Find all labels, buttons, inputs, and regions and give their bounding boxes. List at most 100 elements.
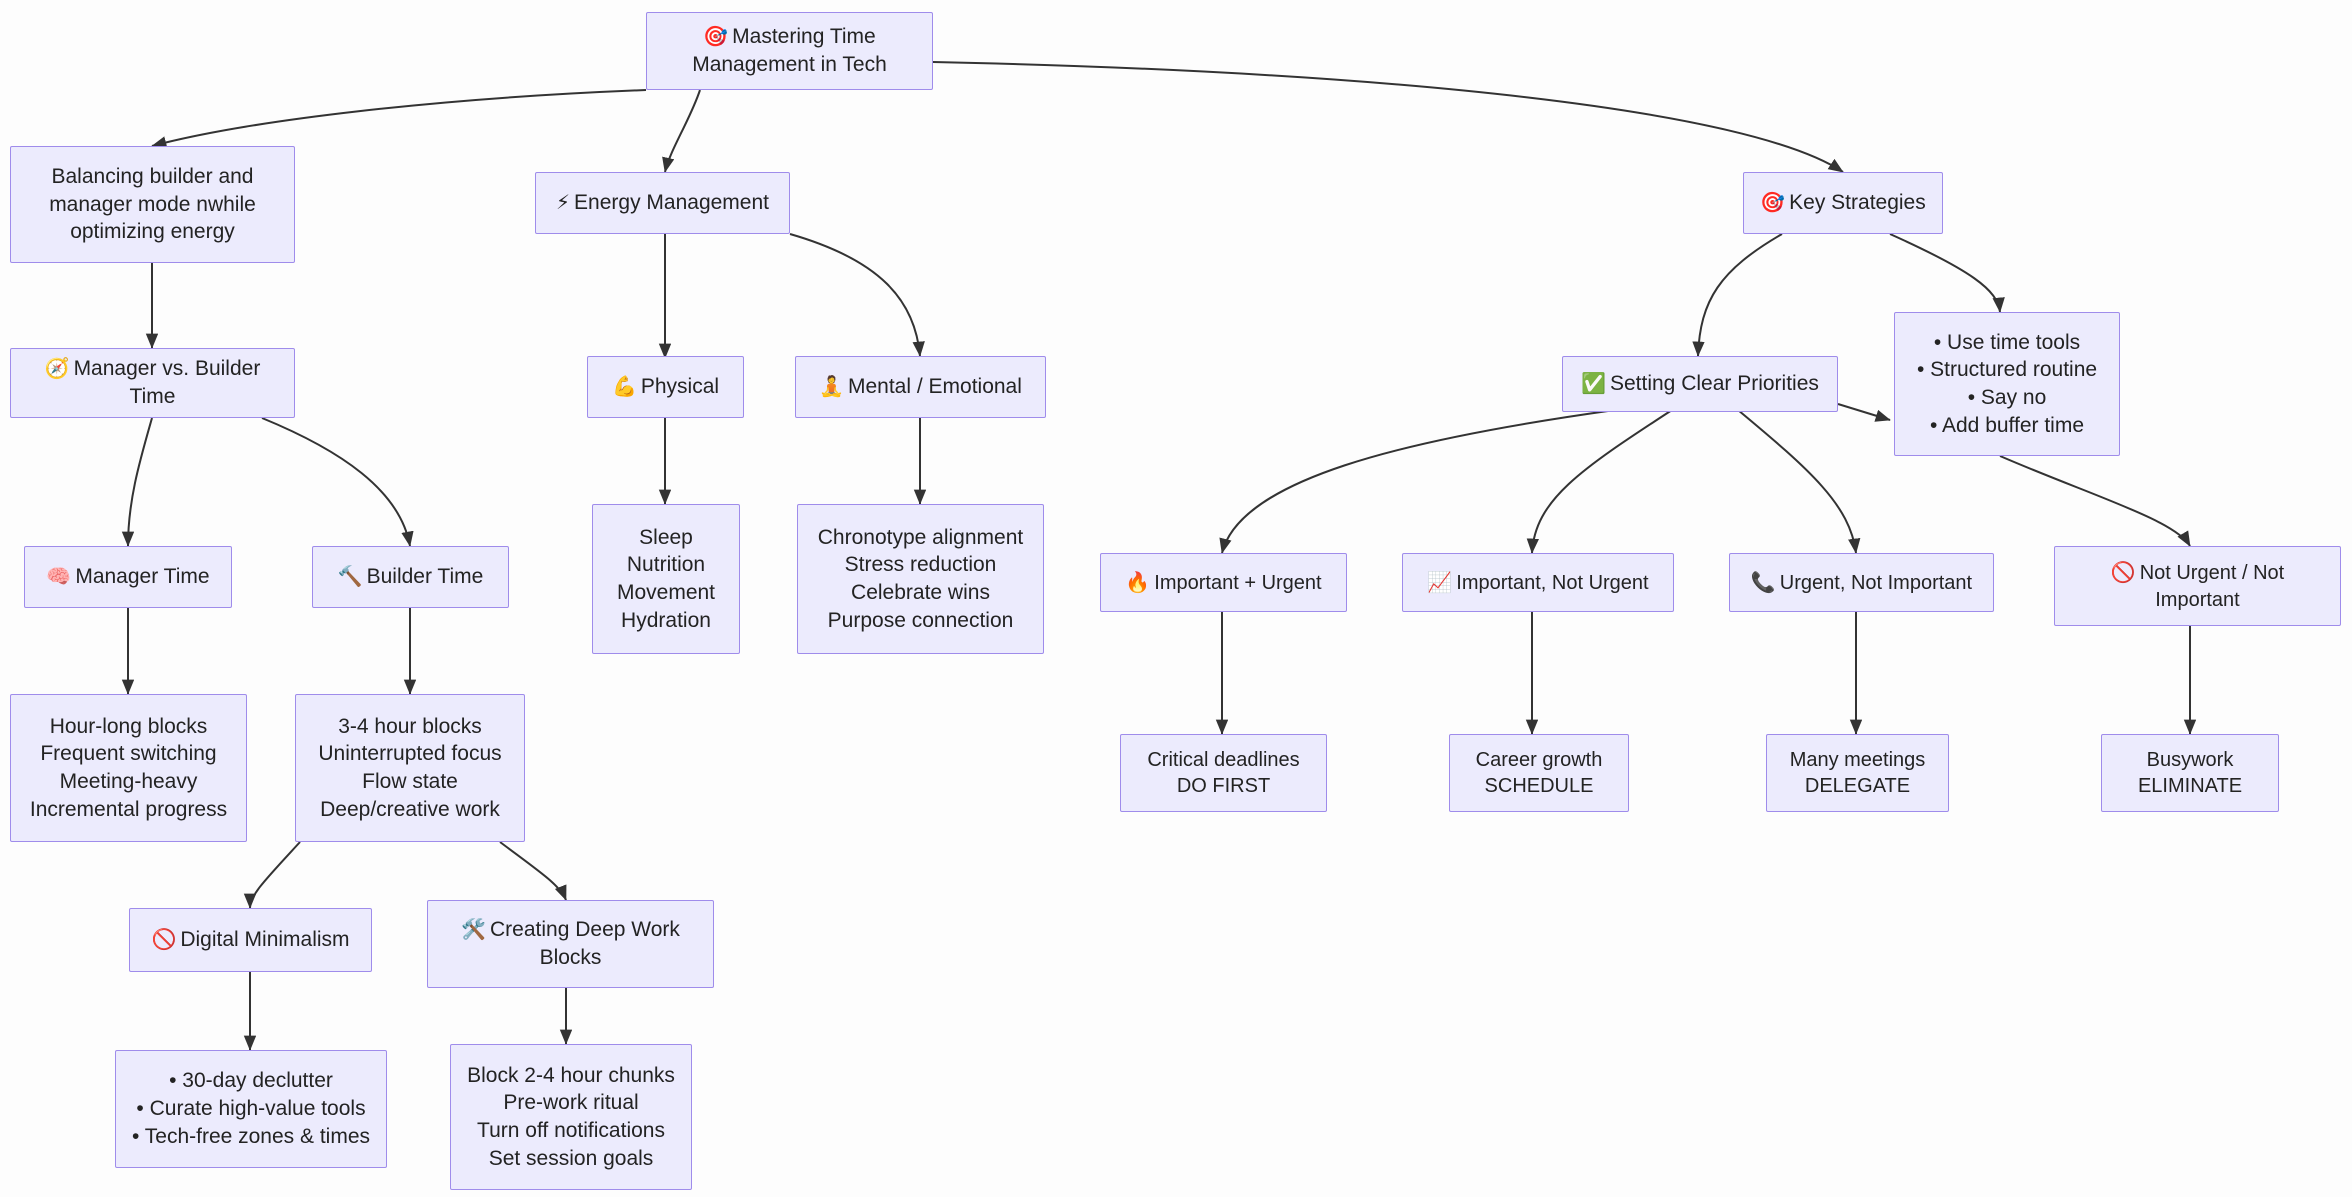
node-delegate-line1: Many meetings (1789, 748, 1926, 771)
node-root-line1: Mastering Time (732, 25, 876, 49)
node-physical-details-line4: Hydration (621, 608, 711, 632)
node-physical-details[interactable]: Sleep Nutrition Movement Hydration (592, 504, 740, 654)
lightning-icon: ⚡ (556, 190, 571, 215)
node-setting-clear-priorities[interactable]: ✅Setting Clear Priorities (1562, 356, 1838, 412)
node-delegate-line2: DELEGATE (1804, 775, 1911, 797)
node-important-not-urgent-label-wrap: 📈Important, Not Urgent (1427, 569, 1648, 596)
node-priorities-label-wrap: ✅Setting Clear Priorities (1581, 370, 1819, 398)
node-root[interactable]: 🎯Mastering Time Management in Tech (646, 12, 933, 90)
node-eliminate[interactable]: Busywork ELIMINATE (2101, 734, 2279, 812)
node-balancing-line3: optimizing energy (70, 220, 235, 244)
dart-icon: 🎯 (703, 24, 729, 49)
node-strategy-bullets[interactable]: • Use time tools • Structured routine • … (1894, 312, 2120, 456)
node-mental-details-line3: Celebrate wins (851, 581, 990, 604)
node-builder-details-line4: Deep/creative work (320, 797, 500, 821)
node-do-first[interactable]: Critical deadlines DO FIRST (1120, 734, 1327, 812)
node-balancing[interactable]: Balancing builder and manager mode nwhil… (10, 146, 295, 263)
node-manager-details-line2: Frequent switching (40, 742, 217, 766)
node-schedule-line1: Career growth (1475, 748, 1603, 771)
edge-root-energy (662, 89, 701, 173)
node-digital-label: Digital Minimalism (180, 928, 350, 952)
node-mental-label-wrap: 🧘Mental / Emotional (819, 373, 1022, 401)
node-delegate[interactable]: Many meetings DELEGATE (1766, 734, 1949, 812)
node-urgent-not-important[interactable]: 📞Urgent, Not Important (1729, 553, 1994, 612)
node-deepwork-line1-wrap: 🛠️Creating Deep Work (461, 916, 680, 944)
node-eliminate-line1: Busywork (2146, 748, 2234, 771)
node-digital-minimalism[interactable]: 🚫Digital Minimalism (129, 908, 372, 972)
node-builder-time-label-wrap: 🔨Builder Time (338, 563, 484, 591)
node-mental-label: Mental / Emotional (847, 375, 1022, 399)
node-digital-minimalism-details[interactable]: • 30-day declutter • Curate high-value t… (115, 1050, 387, 1168)
node-urgent-not-important-label: Urgent, Not Important (1779, 571, 1973, 594)
node-root-line1-wrap: 🎯Mastering Time (703, 23, 875, 51)
node-physical[interactable]: 💪Physical (587, 356, 744, 418)
dart-icon: 🎯 (1760, 190, 1786, 215)
node-strategy-bullets-line1: • Use time tools (1933, 330, 2081, 354)
node-deep-work-details[interactable]: Block 2-4 hour chunks Pre-work ritual Tu… (450, 1044, 692, 1190)
node-mental-emotional[interactable]: 🧘Mental / Emotional (795, 356, 1046, 418)
node-manager-time[interactable]: 🧠Manager Time (24, 546, 232, 608)
node-physical-label-wrap: 💪Physical (612, 373, 719, 401)
node-manager-time-label-wrap: 🧠Manager Time (46, 563, 209, 591)
node-deepwork-details-line4: Set session goals (488, 1146, 654, 1170)
node-mvb-line1: Manager vs. Builder (73, 357, 261, 381)
brain-icon: 🧠 (46, 564, 72, 589)
node-digital-details-line3: • Tech-free zones & times (131, 1124, 371, 1148)
node-important-not-urgent-label: Important, Not Urgent (1456, 571, 1649, 594)
node-important-not-urgent[interactable]: 📈Important, Not Urgent (1402, 553, 1674, 612)
hammer-and-wrench-icon: 🛠️ (461, 917, 487, 942)
node-digital-details-line2: • Curate high-value tools (136, 1097, 366, 1121)
node-builder-details-line3: Flow state (362, 770, 458, 793)
node-builder-time[interactable]: 🔨Builder Time (312, 546, 509, 608)
node-builder-details-line1: 3-4 hour blocks (338, 714, 482, 738)
node-manager-details[interactable]: Hour-long blocks Frequent switching Meet… (10, 694, 247, 842)
node-mental-details-line4: Purpose connection (827, 608, 1014, 632)
prohibited-icon: 🚫 (2110, 560, 2136, 585)
edge-keystrat-priorities (1692, 233, 1783, 357)
node-digital-details-line1: • 30-day declutter (169, 1069, 333, 1093)
node-important-urgent-label: Important + Urgent (1154, 571, 1322, 594)
meditation-icon: 🧘 (819, 374, 844, 399)
node-physical-details-line3: Movement (616, 581, 716, 604)
chart-increasing-icon: 📈 (1427, 569, 1453, 594)
edge-mvb-managertime (121, 417, 153, 547)
edge-priorities-importantnoturgent (1526, 409, 1673, 554)
node-mental-details[interactable]: Chronotype alignment Stress reduction Ce… (797, 504, 1044, 654)
edge-keystrat-bullets (1889, 233, 2005, 313)
node-not-urgent-line2: Important (2155, 588, 2240, 611)
node-do-first-line1: Critical deadlines (1147, 748, 1300, 771)
node-key-strategies[interactable]: 🎯Key Strategies (1743, 172, 1943, 234)
edge-mvb-buildertime (261, 417, 414, 547)
compass-icon: 🧭 (44, 356, 70, 381)
node-deepwork-line2: Blocks (539, 946, 602, 969)
node-builder-details[interactable]: 3-4 hour blocks Uninterrupted focus Flow… (295, 694, 525, 842)
node-manager-details-line1: Hour-long blocks (49, 714, 208, 738)
edge-root-keystrategies (932, 61, 1844, 173)
node-physical-label: Physical (640, 375, 720, 399)
node-root-line2: Management in Tech (692, 53, 887, 76)
node-manager-vs-builder[interactable]: 🧭Manager vs. Builder Time (10, 348, 295, 418)
node-urgent-not-important-label-wrap: 📞Urgent, Not Important (1751, 569, 1972, 596)
node-builder-details-line2: Uninterrupted focus (318, 742, 502, 766)
prohibited-icon: 🚫 (151, 927, 177, 952)
node-important-urgent[interactable]: 🔥Important + Urgent (1100, 553, 1347, 612)
node-schedule-line2: SCHEDULE (1484, 775, 1594, 797)
node-do-first-line2: DO FIRST (1176, 775, 1271, 797)
node-keystrat-label-wrap: 🎯Key Strategies (1760, 189, 1925, 217)
node-strategy-bullets-line2: • Structured routine (1916, 358, 2098, 382)
node-not-urgent-line1-wrap: 🚫Not Urgent / Not (2111, 559, 2284, 586)
node-not-urgent-not-important[interactable]: 🚫Not Urgent / Not Important (2054, 546, 2341, 626)
node-manager-details-line4: Incremental progress (29, 797, 228, 821)
edge-energy-mental (789, 233, 925, 357)
node-mental-details-line2: Stress reduction (844, 553, 997, 577)
node-digital-label-wrap: 🚫Digital Minimalism (151, 926, 349, 954)
node-schedule[interactable]: Career growth SCHEDULE (1449, 734, 1629, 812)
edge-priorities-bullets (1837, 403, 1891, 422)
node-energy-management[interactable]: ⚡Energy Management (535, 172, 790, 234)
node-eliminate-line2: ELIMINATE (2137, 775, 2243, 797)
node-deep-work-blocks[interactable]: 🛠️Creating Deep Work Blocks (427, 900, 714, 988)
edge-builderdetails-digital (243, 841, 301, 909)
node-deepwork-details-line2: Pre-work ritual (503, 1091, 639, 1115)
node-priorities-label: Setting Clear Priorities (1609, 372, 1819, 396)
